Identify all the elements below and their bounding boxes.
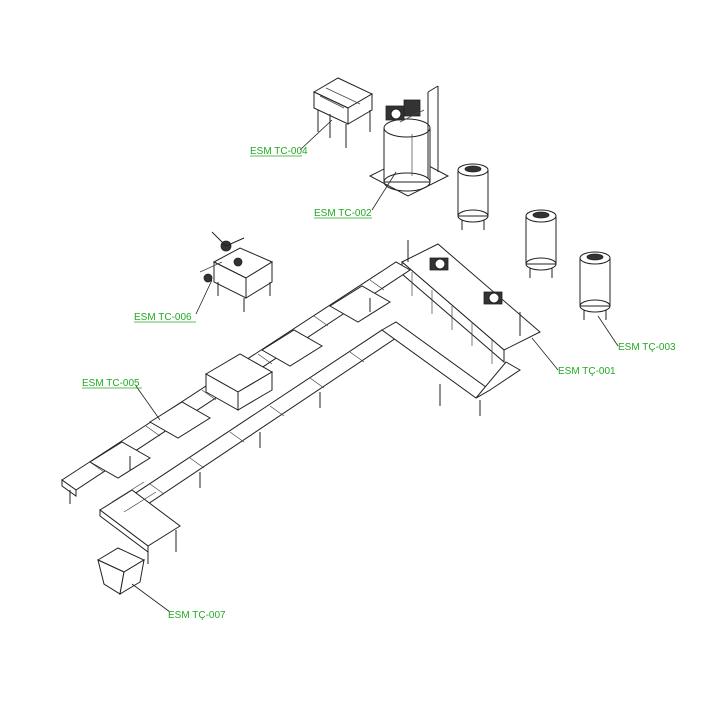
unit-tc-007 [96, 547, 146, 595]
unit-tc-002 [368, 85, 450, 197]
tank-b [525, 209, 557, 278]
conveyor-lower [115, 321, 521, 528]
label-esm-tc-005: ESM TC-005 [82, 378, 140, 389]
tank-a [457, 163, 489, 230]
label-esm-tc-001: ESM TÇ-001 [558, 366, 616, 377]
conveyor-outfeed [99, 481, 181, 564]
label-esm-tc-002: ESM TC-002 [314, 208, 372, 219]
labels: ESM TC-004 ESM TC-002 ESM TC-006 ESM TC-… [82, 146, 676, 621]
label-esm-tc-003: ESM TÇ-003 [618, 342, 676, 353]
enclosure-tc-005 [204, 353, 274, 411]
tank-tc-003 [579, 251, 611, 320]
label-esm-tc-007: ESM TÇ-007 [168, 610, 226, 621]
unit-tc-001 [401, 240, 541, 364]
leader-lines [131, 119, 619, 613]
label-esm-tc-006: ESM TC-006 [134, 312, 192, 323]
unit-tc-004 [312, 77, 374, 148]
unit-tc-006 [199, 231, 274, 312]
label-esm-tc-004: ESM TC-004 [250, 146, 308, 157]
